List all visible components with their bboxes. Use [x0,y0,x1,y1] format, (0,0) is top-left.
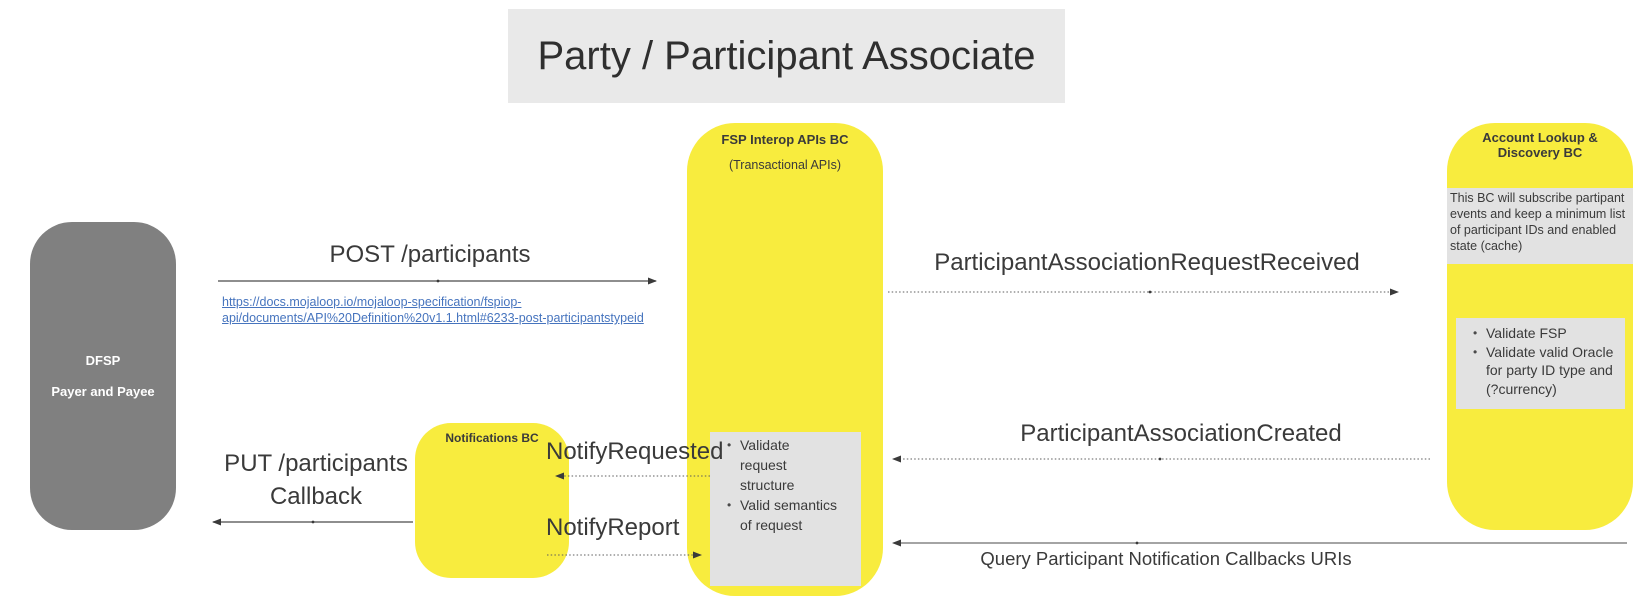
dfsp-sublabel: Payer and Payee [51,384,155,399]
fsp-interop-subtitle: (Transactional APIs) [728,158,842,172]
association-created-midpoint [1158,457,1162,461]
diagram-title-text: Party / Participant Associate [537,33,1036,78]
spec-link-line2: api/documents/API%20Definition%20v1.1.ht… [222,311,644,325]
account-lookup-note-text: This BC will subscribe partipant events … [1450,191,1626,253]
request-received-midpoint [1148,290,1152,294]
put-participants-callback-label: PUT /participants Callback [224,447,408,513]
bullet-item: Validate request structure [727,435,837,495]
bullet-item: Valid semantics of request [727,495,837,535]
post-arrow-midpoint [436,279,440,283]
dfsp-label: DFSP [85,353,121,368]
account-lookup-validation-list: Validate FSPValidate valid Oracle for pa… [1458,324,1621,398]
post-participants-label: POST /participants [329,241,531,268]
fsp-validation-note: Validate request structureValid semantic… [710,432,861,586]
bullet-item: Validate valid Oracle for party ID type … [1473,343,1617,399]
notifications-title: Notifications BC [445,431,539,445]
fsp-interop-title: FSP Interop APIs BC [721,132,849,147]
query-arrow-midpoint [1135,541,1139,545]
dfsp-actor-box: DFSP Payer and Payee [30,222,176,530]
fsp-validation-list: Validate request structureValid semantic… [712,435,855,535]
diagram-title: Party / Participant Associate [508,9,1065,103]
put-arrow-midpoint [311,520,315,524]
query-callbacks-label: Query Participant Notification Callbacks… [980,548,1352,569]
account-lookup-title: Account Lookup & Discovery BC [1482,130,1598,160]
notify-requested-label: NotifyRequested [546,438,724,465]
bullet-item: Validate FSP [1473,324,1617,343]
account-lookup-note: This BC will subscribe partipant events … [1447,188,1633,264]
participant-association-created-label: ParticipantAssociationCreated [1020,420,1342,447]
post-participants-spec-link[interactable]: https://docs.mojaloop.io/mojaloop-specif… [222,294,644,326]
notify-report-label: NotifyReport [546,514,680,541]
put-label-line2: Callback [269,483,363,510]
spec-link-line1: https://docs.mojaloop.io/mojaloop-specif… [222,295,522,309]
account-lookup-validation-note: Validate FSPValidate valid Oracle for pa… [1456,318,1625,409]
put-label-line1: PUT /participants [224,450,408,477]
notifications-box: Notifications BC [415,423,569,578]
participant-association-request-received-label: ParticipantAssociationRequestReceived [934,249,1360,276]
